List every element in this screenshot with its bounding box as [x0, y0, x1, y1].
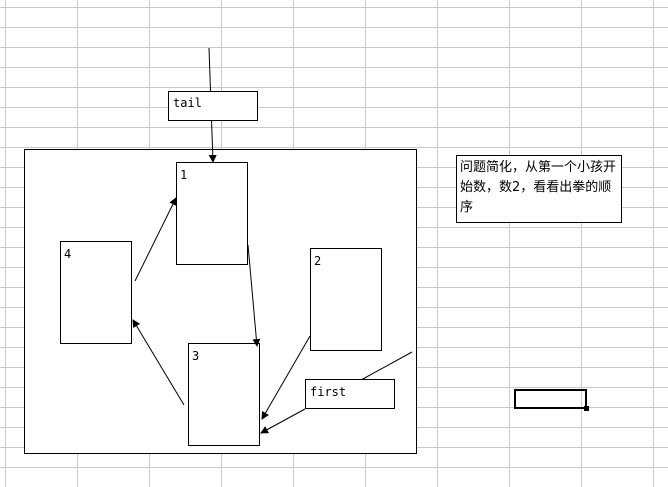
node-4[interactable]: 4 — [60, 241, 132, 344]
node-2[interactable]: 2 — [310, 248, 382, 351]
problem-note[interactable]: 问题简化，从第一个小孩开始数，数2，看看出拳的顺序 — [456, 155, 622, 223]
node-3[interactable]: 3 — [188, 343, 260, 446]
first-pointer-box[interactable]: first — [305, 379, 395, 409]
tail-label: tail — [173, 96, 202, 110]
first-label: first — [310, 385, 347, 399]
node-1-label: 1 — [180, 168, 188, 182]
node-3-label: 3 — [192, 349, 200, 363]
selected-cell[interactable] — [514, 389, 587, 409]
fill-handle[interactable] — [584, 406, 589, 411]
tail-pointer-box[interactable]: tail — [168, 91, 258, 121]
node-2-label: 2 — [314, 254, 322, 268]
node-1[interactable]: 1 — [176, 162, 248, 265]
node-4-label: 4 — [64, 247, 72, 261]
